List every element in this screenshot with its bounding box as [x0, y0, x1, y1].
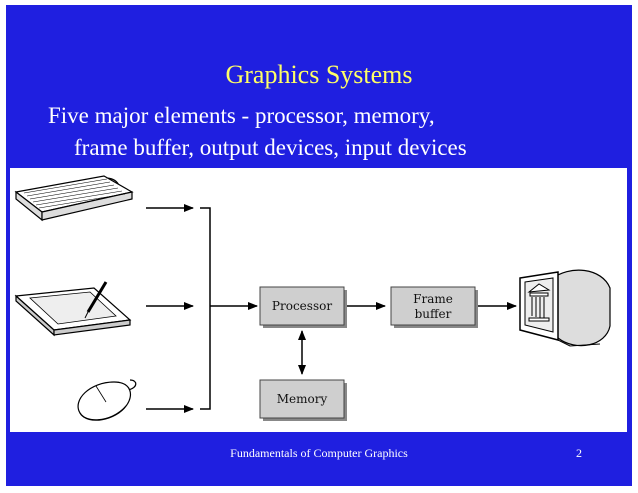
bullet-line-2: frame buffer, output devices, input devi…: [74, 135, 467, 160]
frame-buffer-label-line1: Frame: [413, 292, 453, 306]
mouse-icon: [77, 379, 137, 421]
building-image: [527, 283, 551, 322]
processor-label: Processor: [272, 299, 332, 313]
processor-box: Processor: [259, 286, 347, 328]
memory-label: Memory: [277, 392, 328, 406]
keyboard-icon: [14, 175, 134, 222]
graphics-system-diagram: Processor Frame buffer Memory: [14, 175, 611, 421]
slide-footer: Fundamentals of Computer Graphics: [230, 446, 408, 460]
slide: Graphics Systems Five major elements - p…: [6, 5, 632, 486]
frame-buffer-label-line2: buffer: [415, 307, 452, 321]
tablet-stylus-icon: [14, 281, 132, 337]
frame-buffer-box: Frame buffer: [390, 286, 478, 328]
slide-title: Graphics Systems: [225, 60, 413, 89]
memory-box: Memory: [259, 379, 347, 421]
page-number: 2: [576, 446, 582, 460]
monitor-icon: [519, 269, 611, 347]
diagram-panel: Processor Frame buffer Memory: [10, 168, 627, 432]
input-bus: [200, 207, 211, 410]
bullet-line-1: Five major elements - processor, memory,: [48, 103, 435, 128]
